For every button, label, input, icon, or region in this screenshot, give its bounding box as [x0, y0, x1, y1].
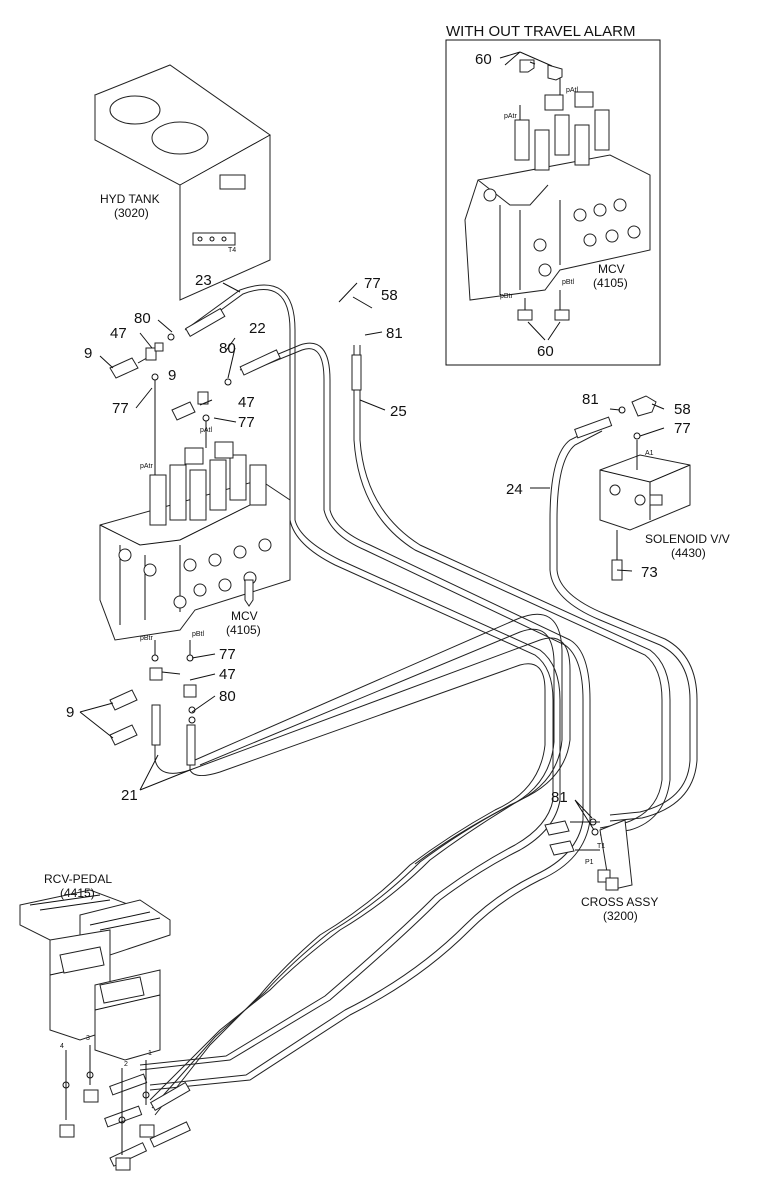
- callout-22: 22: [249, 320, 266, 337]
- callout-21: 21: [121, 787, 138, 804]
- rcv-pedal-code: (4415): [60, 886, 95, 900]
- inset-port-patl: pAtl: [566, 87, 579, 94]
- main-mcv-name: MCV: [231, 609, 258, 623]
- rcv-port-2: 2: [124, 1061, 128, 1068]
- inset-title: WITH OUT TRAVEL ALARM: [446, 23, 635, 40]
- solenoid-drawing: A1: [599, 395, 691, 581]
- callout-77-left: 77: [112, 400, 129, 417]
- callout-58-right: 58: [674, 401, 691, 418]
- solenoid-port-a1: A1: [645, 450, 654, 457]
- hyd-tank-drawing: T4: [93, 64, 271, 301]
- mcv-port-patr: pAtr: [140, 463, 154, 470]
- inset-box: WITH OUT TRAVEL ALARM: [445, 23, 661, 366]
- callout-9-mid: 9: [168, 367, 176, 384]
- callout-9-top: 9: [84, 345, 92, 362]
- callout-81-bottom: 81: [551, 789, 568, 806]
- inset-port-patr: pAtr: [504, 113, 518, 120]
- callout-58-top: 58: [381, 287, 398, 304]
- callout-73: 73: [641, 564, 658, 581]
- cross-assy-name: CROSS ASSY: [581, 895, 658, 909]
- rcv-pedal-name: RCV-PEDAL: [44, 872, 112, 886]
- callout-80-top: 80: [134, 310, 151, 327]
- mcv-port-pbtl: pBtl: [192, 631, 205, 638]
- callout-81-right: 81: [582, 391, 599, 408]
- callout-47-top: 47: [110, 325, 127, 342]
- solenoid-code: (4430): [671, 546, 706, 560]
- callout-23: 23: [195, 272, 212, 289]
- inset-mcv-name: MCV: [598, 262, 625, 276]
- callout-80-mid: 80: [219, 340, 236, 357]
- rcv-port-3: 3: [86, 1035, 90, 1042]
- callout-77-bottom: 77: [219, 646, 236, 663]
- tank-port-t4: T4: [228, 247, 236, 254]
- callout-24: 24: [506, 481, 523, 498]
- hoses: [104, 284, 698, 1167]
- callout-81-top: 81: [386, 325, 403, 342]
- callout-25: 25: [390, 403, 407, 420]
- cross-port-p1: P1: [585, 859, 594, 866]
- inset-mcv-code: (4105): [593, 276, 628, 290]
- mcv-port-pbtr: pBtr: [140, 635, 154, 642]
- callout-60-inset-bottom: 60: [537, 343, 554, 360]
- callout-77-right: 77: [674, 420, 691, 437]
- callout-47-mid: 47: [238, 394, 255, 411]
- main-mcv-drawing: pAtr pAtl pBtr pBtl: [99, 427, 291, 642]
- mcv-fittings: [109, 333, 232, 766]
- rcv-port-4: 4: [60, 1043, 64, 1050]
- inset-port-pbtr: pBtr: [500, 293, 514, 300]
- main-mcv-code: (4105): [226, 623, 261, 637]
- cross-assy-code: (3200): [603, 909, 638, 923]
- cross-assy-drawing: T1 P1: [544, 818, 633, 891]
- callout-77-mid-right: 77: [238, 414, 255, 431]
- callout-77-top: 77: [364, 275, 381, 292]
- inset-mcv-drawing: pAtr pAtl pBtr pBtl: [464, 51, 651, 341]
- rcv-pedal-drawing: 4 3 2 1: [19, 889, 171, 1171]
- callout-80-bottom: 80: [219, 688, 236, 705]
- callout-leaders: [79, 61, 665, 831]
- rcv-port-1: 1: [148, 1050, 152, 1057]
- inset-port-pbtl: pBtl: [562, 279, 575, 286]
- callout-47-bottom: 47: [219, 666, 236, 683]
- cross-port-t1: T1: [597, 843, 605, 850]
- solenoid-name: SOLENOID V/V: [645, 532, 730, 546]
- callout-9-bottom: 9: [66, 704, 74, 721]
- hyd-tank-code: (3020): [114, 206, 149, 220]
- callout-60-inset-top: 60: [475, 51, 492, 68]
- hyd-tank-name: HYD TANK: [100, 192, 160, 206]
